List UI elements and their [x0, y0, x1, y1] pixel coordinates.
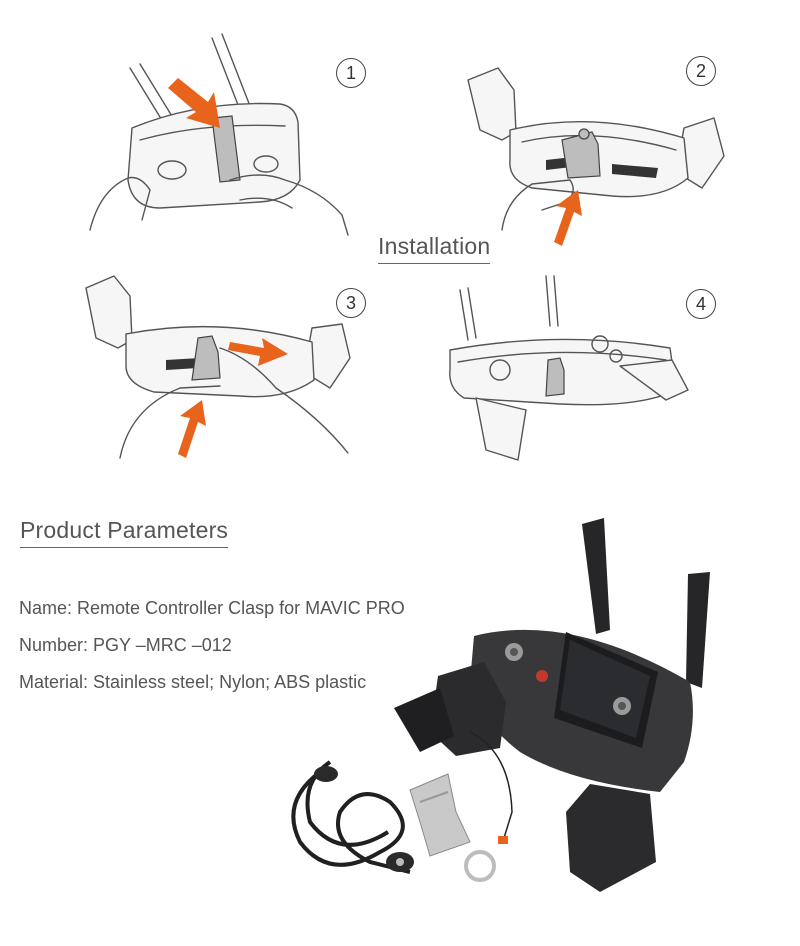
product-parameters-heading: Product Parameters — [20, 517, 229, 548]
product-name-line: Name: Remote Controller Clasp for MAVIC … — [19, 598, 405, 618]
controller-clasp-attach-icon — [89, 33, 349, 236]
controller-clasp-press-icon — [467, 67, 725, 246]
step-number-2: 2 — [686, 56, 716, 86]
step-1-illustration — [80, 30, 360, 240]
remote-controller-with-clasp-icon — [291, 518, 710, 892]
product-number-line: Number: PGY –MRC –012 — [19, 635, 232, 655]
step-number-3: 3 — [336, 288, 366, 318]
step-2-illustration — [462, 60, 732, 250]
step-3-illustration — [80, 268, 370, 463]
controller-clasp-installed-icon — [449, 275, 689, 461]
step-4-illustration — [440, 270, 690, 465]
controller-clasp-slide-icon — [85, 275, 351, 459]
product-photo — [270, 512, 730, 932]
installation-heading: Installation — [378, 233, 491, 264]
step-number-1: 1 — [336, 58, 366, 88]
product-material-line: Material: Stainless steel; Nylon; ABS pl… — [19, 672, 367, 692]
step-number-4: 4 — [686, 289, 716, 319]
